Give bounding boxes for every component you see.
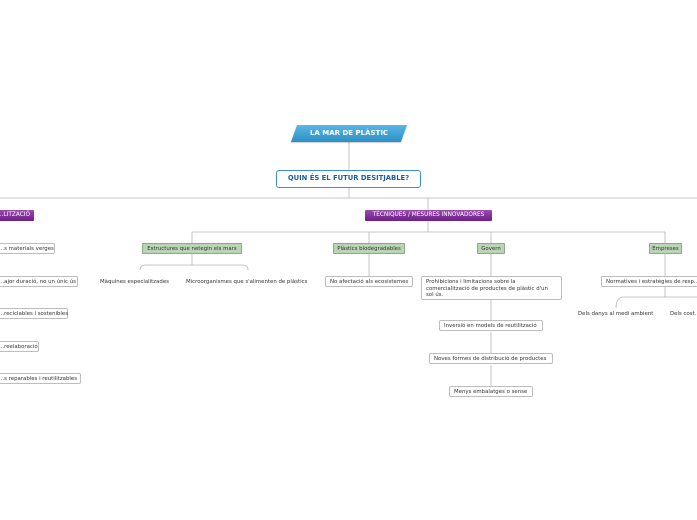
central-question[interactable]: QUIN ÉS EL FUTUR DESITJABLE? <box>276 170 421 188</box>
companies-sub-environment[interactable]: Dels danys al medi ambient <box>578 311 654 317</box>
government-item-prohibitions[interactable]: Prohibicions i limitacions sobre la come… <box>421 276 562 300</box>
left-item-1[interactable]: ...s materials verges <box>0 243 55 254</box>
left-item-2[interactable]: ...ajor duració, no un únic ús <box>0 276 78 287</box>
companies-sub-costs[interactable]: Dels cost... <box>670 311 697 317</box>
left-item-4[interactable]: ...reelaboració <box>0 341 39 352</box>
companies-item-regulations[interactable]: Normatives i estratègies de resp... <box>601 276 697 287</box>
branch-left[interactable]: ...LITZACIÓ <box>0 210 34 221</box>
structures-item-machines[interactable]: Màquines especialitzades <box>100 279 169 285</box>
category-structures[interactable]: Estructures que netegin els mars <box>142 243 242 254</box>
government-item-less-packaging[interactable]: Menys embalatges o sense <box>449 386 533 397</box>
category-bioplastics[interactable]: Plàstics biodegradables <box>333 243 405 254</box>
left-item-3[interactable]: ...reciclables i sostenibles <box>0 308 68 319</box>
bioplastics-item-ecosystems[interactable]: No afectació als ecosistemes <box>325 276 413 287</box>
branch-innovative-techniques[interactable]: TÈCNIQUES / MESURES INNOVADORES <box>365 210 492 221</box>
government-item-new-distribution[interactable]: Noves formes de distribució de productes <box>429 353 553 364</box>
category-companies[interactable]: Empreses <box>649 243 682 254</box>
category-government[interactable]: Govern <box>477 243 505 254</box>
left-item-5[interactable]: ...s reparables i reutilitzables <box>0 373 81 384</box>
map-title: LA MAR DE PLÀSTIC <box>309 129 389 137</box>
structures-item-microorganisms[interactable]: Microorganismes que s'alimenten de plàst… <box>186 279 308 285</box>
government-item-reuse-investment[interactable]: Inversió en models de reutilització <box>439 320 543 331</box>
